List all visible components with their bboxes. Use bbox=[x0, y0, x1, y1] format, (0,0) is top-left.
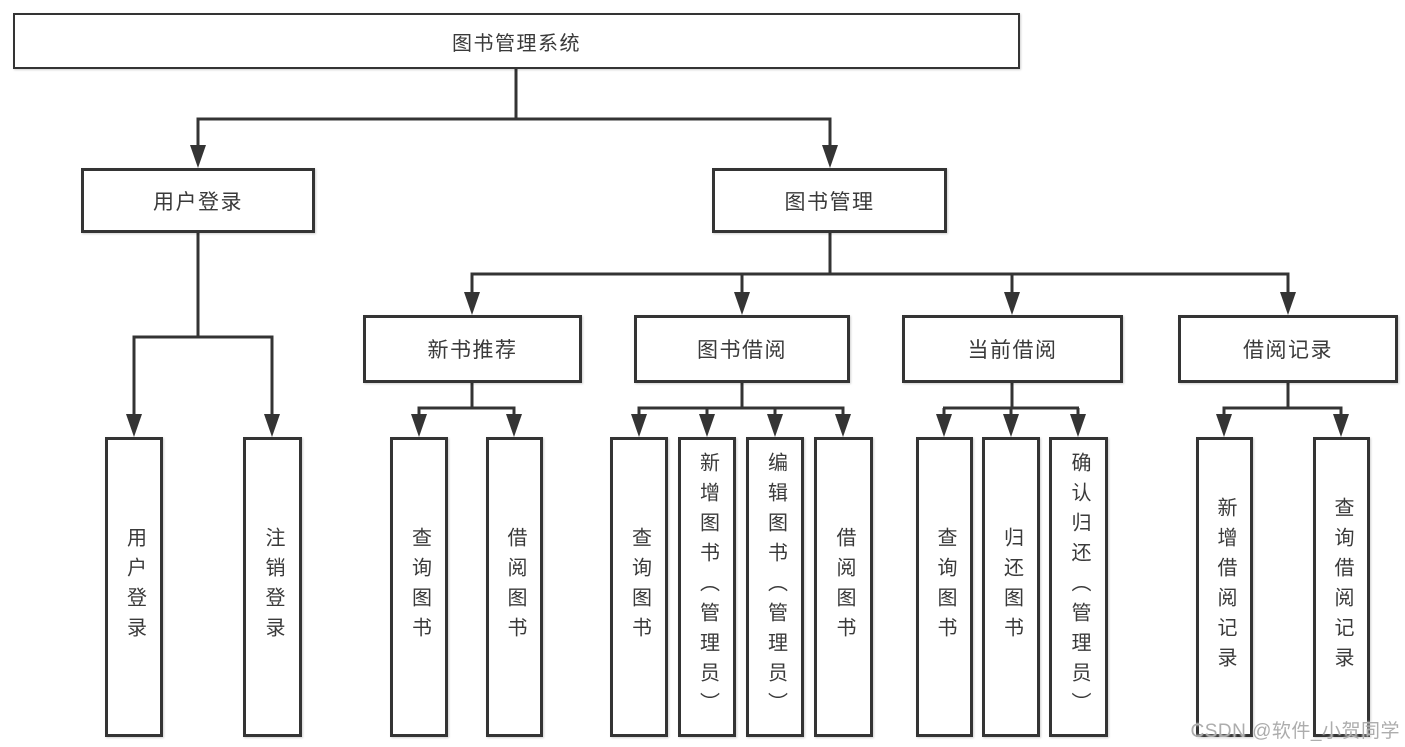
node-user-login-label: 用户登录 bbox=[153, 190, 243, 214]
leaf-query-books-recommend: 查询图书 bbox=[390, 437, 448, 737]
node-library-system-label: 图书管理系统 bbox=[452, 32, 581, 55]
leaf-edit-book-admin: 编辑图书（管理员） bbox=[746, 437, 804, 737]
leaf-return-books: 归还图书 bbox=[982, 437, 1040, 737]
node-book-management: 图书管理 bbox=[712, 168, 947, 233]
leaf-borrow-books-borrowing-label: 借阅图书 bbox=[833, 527, 855, 647]
node-user-login: 用户登录 bbox=[81, 168, 315, 233]
node-book-borrowing-label: 图书借阅 bbox=[697, 339, 787, 362]
leaf-query-books-recommend-label: 查询图书 bbox=[408, 527, 431, 647]
leaf-add-book-admin: 新增图书（管理员） bbox=[678, 437, 736, 737]
leaf-return-books-label: 归还图书 bbox=[1000, 527, 1023, 647]
leaf-add-borrow-record-label: 新增借阅记录 bbox=[1214, 497, 1236, 677]
leaf-add-book-admin-label: 新增图书（管理员） bbox=[696, 452, 719, 722]
leaf-query-books-borrowing-label: 查询图书 bbox=[628, 527, 651, 647]
leaf-logout: 注销登录 bbox=[243, 437, 302, 737]
node-borrowing-records-label: 借阅记录 bbox=[1243, 339, 1333, 362]
leaf-user-login-label: 用户登录 bbox=[123, 527, 146, 647]
leaf-edit-book-admin-label: 编辑图书（管理员） bbox=[764, 452, 787, 722]
leaf-query-books-current: 查询图书 bbox=[916, 437, 973, 737]
leaf-add-borrow-record: 新增借阅记录 bbox=[1196, 437, 1253, 737]
leaf-confirm-return-admin-label: 确认归还（管理员） bbox=[1068, 452, 1090, 722]
leaf-user-login: 用户登录 bbox=[105, 437, 163, 737]
leaf-query-books-current-label: 查询图书 bbox=[934, 527, 956, 647]
leaf-confirm-return-admin: 确认归还（管理员） bbox=[1049, 437, 1108, 737]
node-book-management-label: 图书管理 bbox=[784, 190, 875, 214]
leaf-query-books-borrowing: 查询图书 bbox=[610, 437, 668, 737]
watermark-csdn: CSDN @软件_小贺同学 bbox=[1190, 721, 1400, 742]
node-borrowing-records: 借阅记录 bbox=[1178, 315, 1398, 383]
leaf-borrow-books-recommend: 借阅图书 bbox=[486, 437, 543, 737]
leaf-borrow-books-recommend-label: 借阅图书 bbox=[504, 527, 526, 647]
leaf-query-borrow-record: 查询借阅记录 bbox=[1313, 437, 1370, 737]
node-library-system: 图书管理系统 bbox=[13, 13, 1020, 69]
leaf-query-borrow-record-label: 查询借阅记录 bbox=[1331, 497, 1353, 677]
leaf-logout-label: 注销登录 bbox=[262, 527, 284, 647]
node-new-book-recommendation-label: 新书推荐 bbox=[427, 339, 518, 362]
node-current-borrowing: 当前借阅 bbox=[902, 315, 1123, 383]
node-book-borrowing: 图书借阅 bbox=[634, 315, 850, 383]
leaf-borrow-books-borrowing: 借阅图书 bbox=[814, 437, 873, 737]
node-current-borrowing-label: 当前借阅 bbox=[967, 339, 1058, 362]
node-new-book-recommendation: 新书推荐 bbox=[363, 315, 582, 383]
